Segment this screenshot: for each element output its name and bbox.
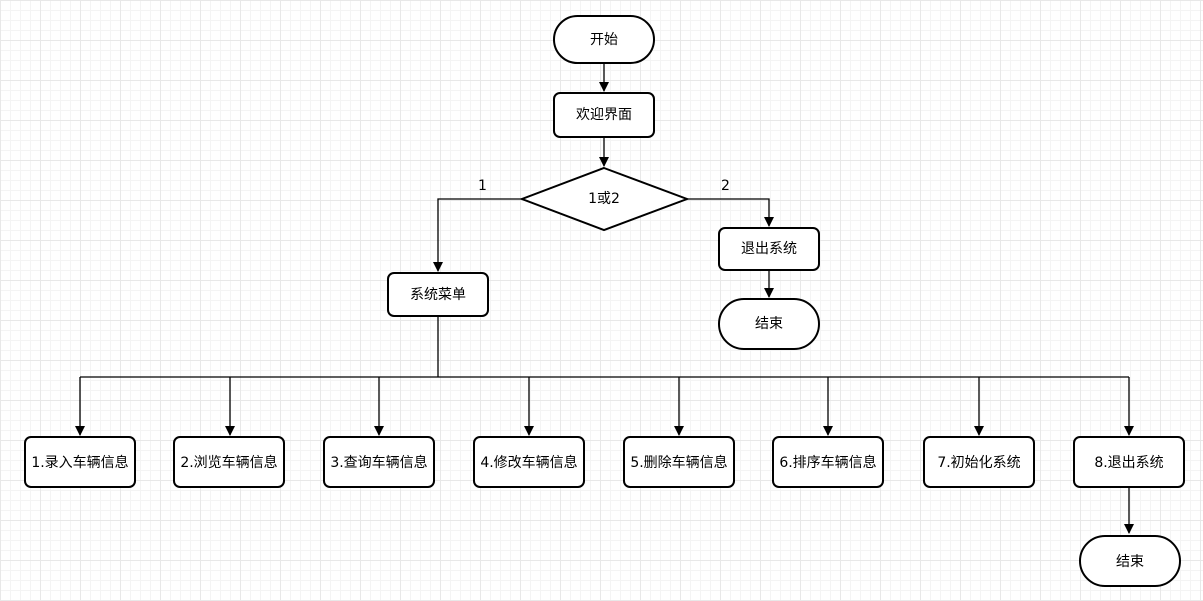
option-6-label: 6.排序车辆信息: [779, 454, 876, 471]
edge-label-2: 2: [721, 178, 730, 194]
option-8-label: 8.退出系统: [1094, 455, 1163, 471]
option-1-label: 1.录入车辆信息: [31, 454, 128, 471]
end-top-node[interactable]: 结束: [718, 298, 820, 350]
end-top-node-label: 结束: [755, 316, 783, 332]
exit-top-node-label: 退出系统: [741, 241, 797, 257]
end-bottom-node-label: 结束: [1116, 554, 1144, 570]
edges: 1 2: [75, 64, 1134, 534]
edge-label-1: 1: [478, 178, 487, 194]
menu-node-label: 系统菜单: [410, 287, 466, 303]
exit-top-node[interactable]: 退出系统: [718, 227, 820, 271]
start-node-label: 开始: [590, 32, 618, 48]
option-5-label: 5.删除车辆信息: [630, 454, 727, 471]
option-2-label: 2.浏览车辆信息: [180, 454, 277, 471]
welcome-node-label: 欢迎界面: [576, 107, 632, 123]
edge-choice-exit: [687, 198, 774, 227]
option-7-node[interactable]: 7.初始化系统: [923, 436, 1035, 488]
option-3-label: 3.查询车辆信息: [330, 454, 427, 471]
option-4-label: 4.修改车辆信息: [480, 454, 577, 471]
choice-decision-label: 1或2: [588, 191, 620, 207]
edge-choice-menu: [433, 198, 522, 272]
option-2-node[interactable]: 2.浏览车辆信息: [173, 436, 285, 488]
option-1-node[interactable]: 1.录入车辆信息: [24, 436, 136, 488]
option-6-node[interactable]: 6.排序车辆信息: [772, 436, 884, 488]
menu-node[interactable]: 系统菜单: [387, 272, 489, 317]
start-node[interactable]: 开始: [553, 15, 655, 64]
option-7-label: 7.初始化系统: [937, 454, 1020, 471]
option-4-node[interactable]: 4.修改车辆信息: [473, 436, 585, 488]
option-8-node[interactable]: 8.退出系统: [1073, 436, 1185, 488]
choice-decision[interactable]: 1或2: [519, 166, 690, 232]
option-3-node[interactable]: 3.查询车辆信息: [323, 436, 435, 488]
nodes: 开始 欢迎界面 1或2 系统菜单 退出系统 结束 1: [24, 15, 1185, 587]
welcome-node[interactable]: 欢迎界面: [553, 92, 655, 138]
end-bottom-node[interactable]: 结束: [1079, 535, 1181, 587]
option-5-node[interactable]: 5.删除车辆信息: [623, 436, 735, 488]
